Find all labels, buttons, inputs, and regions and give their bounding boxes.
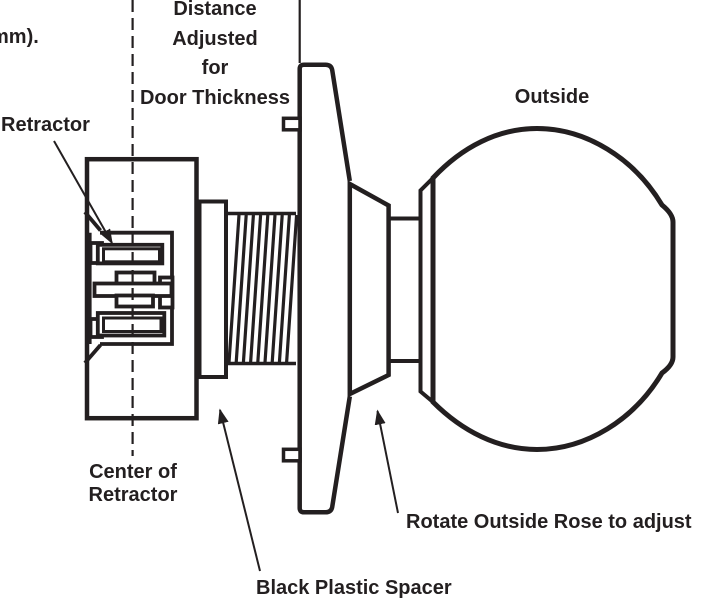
distance-adjusted-label: Distance Adjusted for Door Thickness	[115, 0, 315, 113]
distance-line-3: for	[201, 57, 229, 79]
outside-rose	[347, 180, 391, 398]
rose-plate	[297, 62, 353, 515]
knob-collar	[418, 176, 435, 404]
rose-plate-tab-top	[281, 116, 302, 132]
clipped-caption: mm).	[0, 26, 39, 48]
distance-line-4: Door Thickness	[139, 86, 291, 109]
center-line-2: Retractor	[88, 483, 178, 506]
distance-line-2: Adjusted	[172, 27, 258, 50]
retractor-arrow	[53, 140, 113, 245]
rose-plate-tab-bottom	[281, 447, 302, 463]
retractor-mechanism	[83, 210, 175, 365]
rotate-rose-arrow	[374, 409, 399, 514]
black-plastic-spacer-label: Black Plastic Spacer	[256, 577, 452, 599]
center-line-1: Center of	[89, 461, 177, 483]
door-knob	[430, 125, 676, 453]
distance-line-1: Distance	[173, 0, 257, 20]
center-of-retractor-label: Center of Retractor	[58, 461, 208, 506]
threaded-spindle	[226, 211, 299, 366]
knob-shank	[388, 216, 422, 363]
retractor-label: Retractor	[1, 114, 90, 136]
black-plastic-spacer	[197, 199, 228, 379]
spacer-arrow	[217, 408, 261, 572]
outside-label: Outside	[514, 86, 590, 108]
rotate-rose-label: Rotate Outside Rose to adjust	[406, 511, 692, 533]
